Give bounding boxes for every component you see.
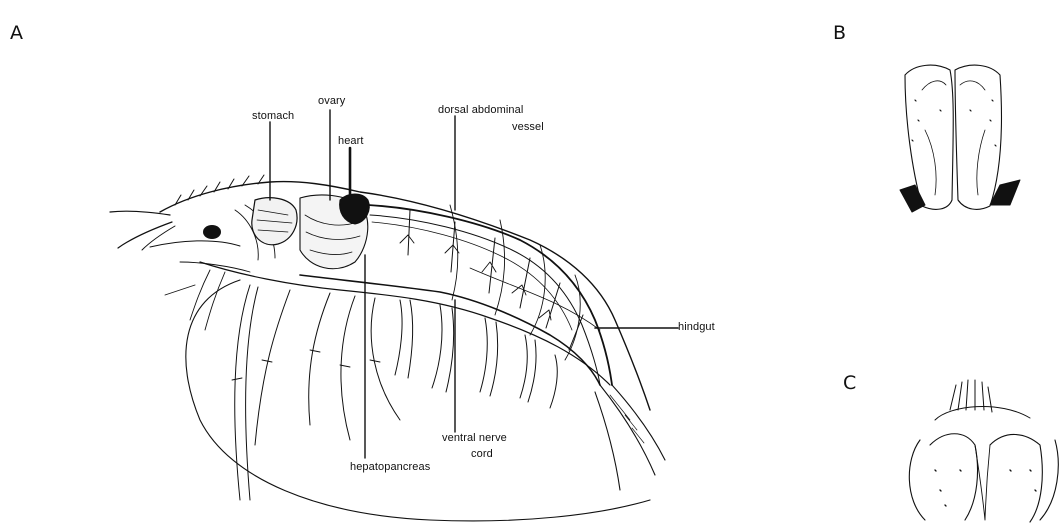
- label-vessel: vessel: [512, 121, 544, 133]
- segment-branch-forks: [400, 235, 551, 320]
- petasma-spine-left: [900, 185, 925, 212]
- petasma-spine-right: [990, 180, 1020, 205]
- thelycum-plates: [930, 434, 1042, 522]
- pleopod-1: [395, 300, 413, 378]
- leg-2: [255, 290, 290, 445]
- pleopod-5: [550, 355, 557, 408]
- panel-b-illustration: [900, 65, 1020, 212]
- label-heart: heart: [338, 135, 364, 147]
- ventral-outline: [200, 262, 610, 385]
- label-cord: cord: [471, 448, 493, 460]
- label-hindgut: hindgut: [678, 321, 715, 333]
- carapace-outline: [160, 182, 650, 410]
- leg-3: [309, 293, 330, 425]
- petasma-stipple: [912, 100, 996, 146]
- label-hepatopancreas: hepatopancreas: [350, 461, 430, 473]
- label-dorsal-abdominal: dorsal abdominal: [438, 104, 523, 116]
- pleopod-2: [432, 305, 454, 392]
- petasma-right: [955, 65, 1001, 209]
- maxillipeds: [165, 270, 225, 330]
- leg-joints: [232, 350, 380, 380]
- body-envelope: [186, 280, 650, 521]
- uropod: [595, 385, 665, 490]
- thelycum-top: [935, 406, 1030, 420]
- eye: [203, 225, 221, 239]
- pleopod-3: [480, 318, 498, 396]
- antennal-scale: [150, 241, 240, 247]
- label-ventral-nerve: ventral nerve: [442, 432, 507, 444]
- antenna-3: [142, 226, 175, 250]
- leg-1: [235, 285, 258, 500]
- label-ovary: ovary: [318, 95, 345, 107]
- dorsal-vessel: [368, 205, 612, 385]
- abdominal-segments: [450, 205, 580, 360]
- leg-4: [341, 296, 355, 440]
- leg-5: [371, 298, 400, 420]
- label-stomach: stomach: [252, 110, 294, 122]
- pleopod-4: [520, 335, 536, 402]
- panel-c-illustration: [909, 380, 1058, 522]
